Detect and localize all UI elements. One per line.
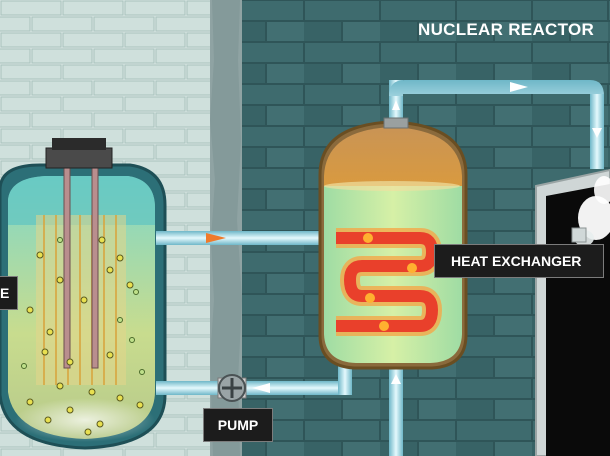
heat-exchanger-label: HEAT EXCHANGER [434, 244, 604, 278]
flow-arrow-icon [510, 82, 528, 92]
vessel-cap [45, 147, 113, 169]
control-rod [63, 167, 71, 369]
pump-rotor-icon [222, 378, 242, 398]
page-title: NUCLEAR REACTOR [418, 20, 595, 39]
heat-exchanger [318, 117, 468, 370]
flow-arrow-icon [592, 128, 602, 138]
pump [217, 374, 247, 402]
flow-arrow-icon [392, 100, 400, 110]
feedwater-pipe [389, 368, 403, 456]
pump-label: PUMP [203, 408, 273, 442]
hot-leg-pipe [156, 231, 332, 245]
wall-column-texture [210, 0, 242, 456]
pipe-network [156, 80, 604, 456]
flow-arrow-icon [252, 383, 270, 393]
reactor-vessel [0, 138, 167, 450]
flow-arrow-icon [206, 233, 226, 243]
core-label: E [0, 276, 18, 310]
heating-coil [336, 232, 439, 332]
flow-arrow-icon [391, 374, 401, 384]
turbine-housing [535, 168, 610, 456]
control-rod [91, 167, 99, 369]
vessel-cap-top [52, 138, 106, 150]
